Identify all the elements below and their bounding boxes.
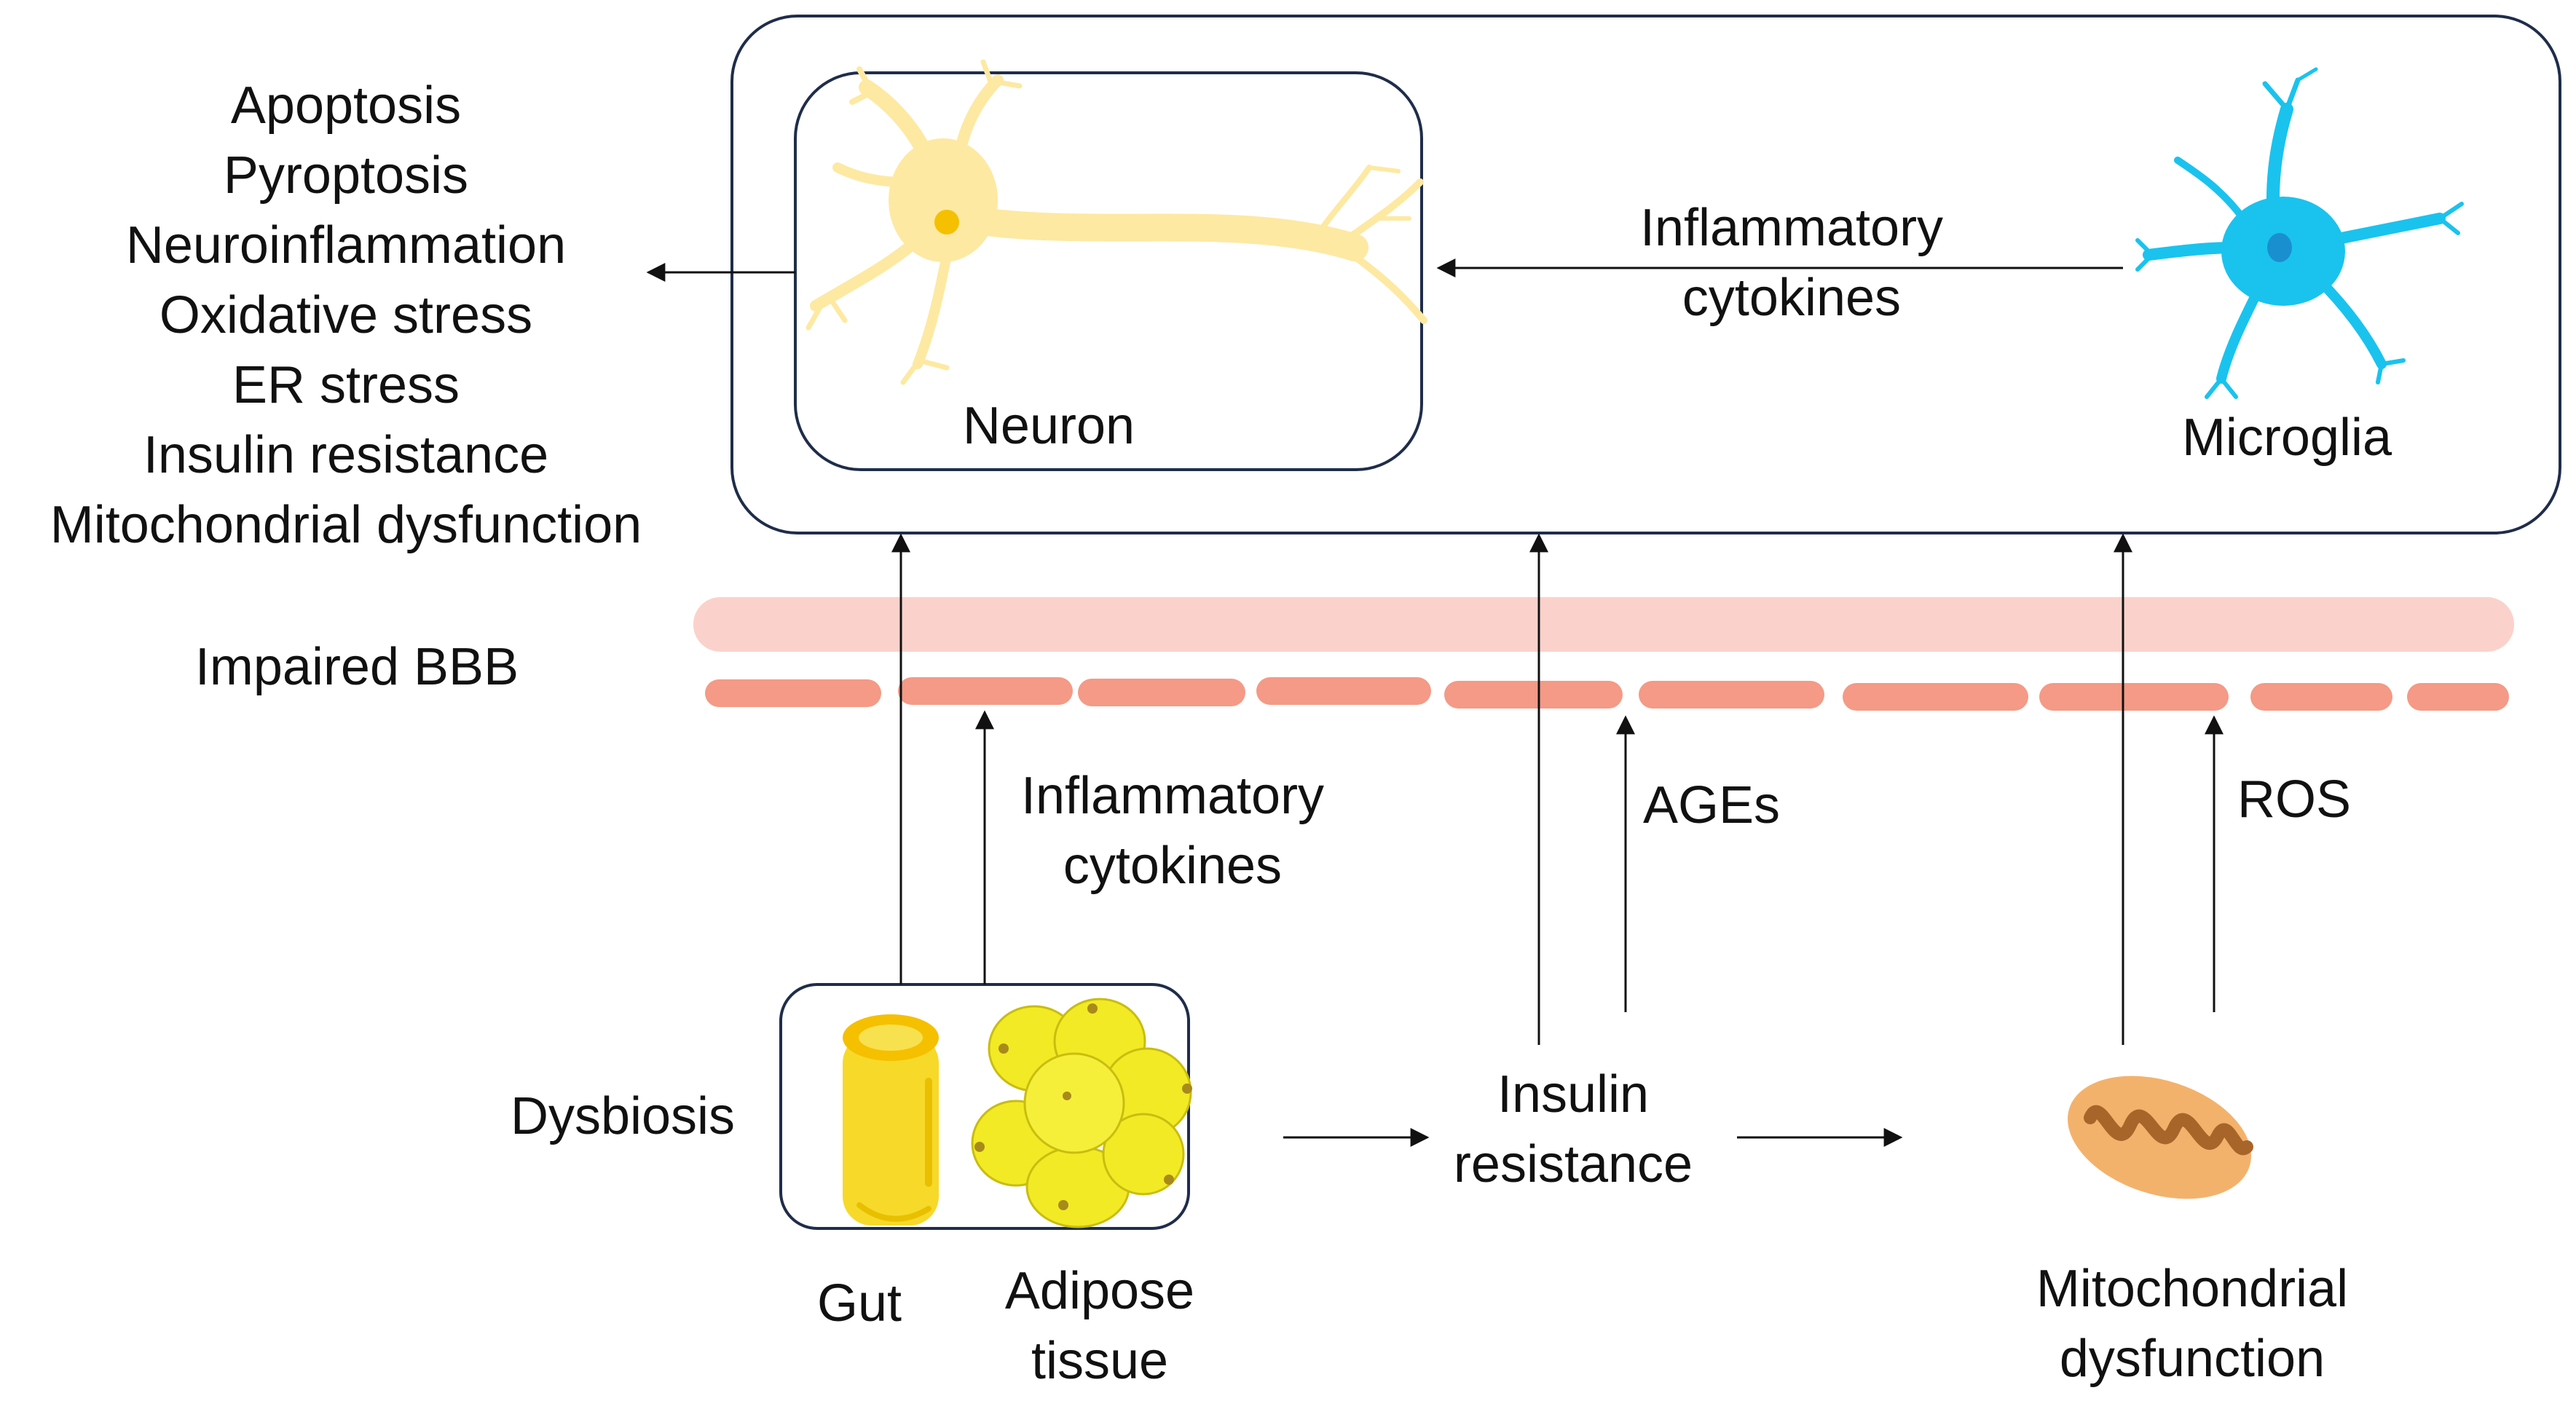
arrows xyxy=(646,259,2224,1147)
microglia-label: Microglia xyxy=(2181,409,2392,467)
ages-label: AGEs xyxy=(1642,776,1781,834)
outcome-item: Mitochondrial dysfunction xyxy=(50,496,642,554)
outcome-item: Pyroptosis xyxy=(223,146,469,205)
adipose-cluster-icon xyxy=(971,998,1192,1228)
ros-label: ROS xyxy=(2237,770,2352,829)
adipose-label: Adipose tissue xyxy=(1004,1262,1195,1390)
mitochondrion-icon xyxy=(2068,1076,2253,1199)
periph-cytokines-label: Inflammatory cytokines xyxy=(1020,767,1325,895)
brain-cytokines-label: Inflammatory cytokines xyxy=(1639,199,1944,327)
bbb-band xyxy=(693,597,2514,652)
insulin-label: Insulin resistance xyxy=(1453,1065,1693,1193)
gut-label: Gut xyxy=(816,1274,902,1333)
bbb-label: Impaired BBB xyxy=(194,638,519,696)
gut-icon xyxy=(843,1014,939,1226)
bbb-endothelial-cells xyxy=(705,677,2509,711)
outcome-item: Neuroinflammation xyxy=(125,216,567,275)
outcomes-list: Apoptosis Pyroptosis Neuroinflammation O… xyxy=(0,71,692,560)
brain-compartment-box xyxy=(730,15,2561,534)
mito-label: Mitochondrial dysfunction xyxy=(2036,1260,2349,1388)
outcome-item: Apoptosis xyxy=(230,76,462,135)
neuron-cell-icon xyxy=(806,59,1427,385)
neuron-label: Neuron xyxy=(962,397,1135,455)
outcome-item: Insulin resistance xyxy=(143,426,549,484)
outcome-item: ER stress xyxy=(232,356,460,414)
dysbiosis-label: Dysbiosis xyxy=(510,1087,736,1145)
outcome-item: Oxidative stress xyxy=(159,286,533,344)
microglia-cell-icon xyxy=(2135,67,2464,399)
